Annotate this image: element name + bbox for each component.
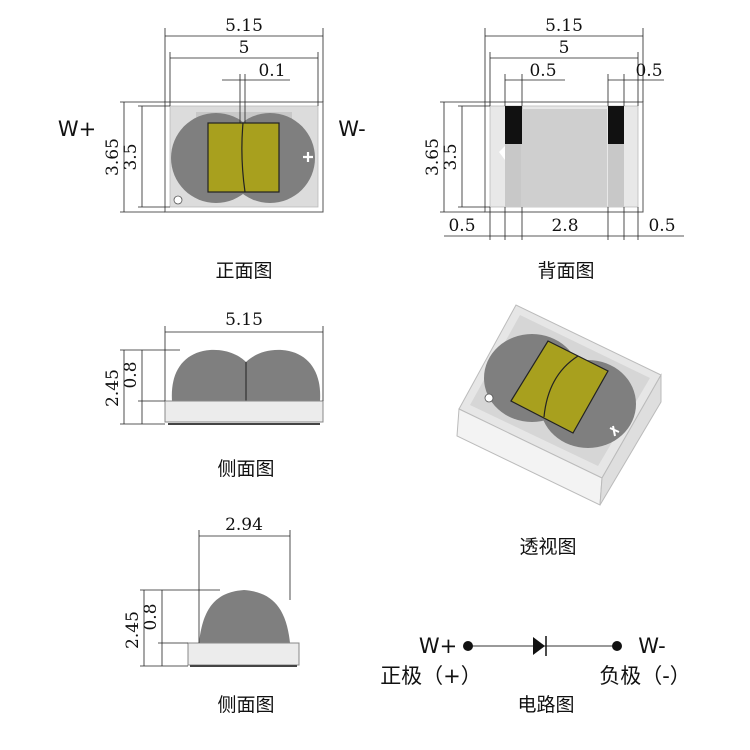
side2-dim-height-total: 2.45 [123,611,143,649]
back-dim-bottom-left: 0.5 [448,216,475,236]
front-dim-width-inner: 5 [239,38,250,58]
circuit-diagram: W+ W- 正极（+） 负极（-） 电路图 [380,634,691,716]
circuit-cathode-label: W- [638,634,666,658]
side1-dim-width: 5.15 [225,310,263,330]
circuit-cathode-polarity: 负极（-） [599,664,691,688]
perspective-view: 透视图 [456,304,662,558]
side-view-narrow: 2.94 2.45 0.8 侧面图 [123,515,300,716]
back-electrode-left [505,106,522,144]
back-dim-pad-right: 0.5 [635,61,662,81]
persp-plus-mark [609,425,620,437]
front-cathode-label: W- [338,117,366,141]
side1-base [164,400,324,423]
front-view: 5.15 5 0.1 3.65 3.5 W+ W- 正面图 [58,16,366,282]
back-center-pad [521,109,607,207]
side1-caption: 侧面图 [217,458,274,480]
front-dim-height-inner: 3.5 [121,143,141,170]
side1-dim-height-total: 2.45 [103,369,123,407]
side2-dim-width: 2.94 [225,515,263,535]
back-dim-bottom-right: 0.5 [648,216,675,236]
back-dim-height-outer: 3.65 [423,138,443,176]
circuit-anode-label: W+ [419,634,457,658]
front-chip-split [241,122,246,193]
side1-dim-height-base: 0.8 [121,361,141,388]
persp-index-mark [484,393,494,403]
front-view-caption: 正面图 [215,260,272,282]
circuit-anode-polarity: 正极（+） [380,664,482,688]
back-view-caption: 背面图 [537,260,594,282]
back-dim-width-outer: 5.15 [545,16,583,36]
back-polarity-notch [499,146,505,160]
side2-caption: 侧面图 [217,694,274,716]
persp-chip-split [543,355,579,418]
back-electrode-right [608,106,624,144]
back-view: 5.15 5 0.5 0.5 3.65 3.5 0.5 2.8 0.5 背面图 [423,16,684,282]
side-view-wide: 5.15 2.45 0.8 侧面图 [103,310,324,480]
persp-chip [510,340,609,434]
front-index-mark [173,195,183,205]
diode-triangle-icon [533,637,545,655]
front-plus-mark [303,152,313,162]
perspective-caption: 透视图 [519,536,576,558]
back-dim-height-inner: 3.5 [441,143,461,170]
back-dim-width-inner: 5 [559,38,570,58]
back-dim-bottom-mid: 2.8 [551,216,578,236]
circuit-caption: 电路图 [517,694,574,716]
front-anode-label: W+ [58,117,96,141]
side2-dim-height-base: 0.8 [141,603,161,630]
back-dim-pad-left: 0.5 [529,61,556,81]
circuit-cathode-terminal [612,641,622,651]
side2-base [187,642,300,666]
persp-side-face [599,373,662,506]
front-dim-width-outer: 5.15 [225,16,263,36]
circuit-anode-terminal [463,641,473,651]
front-dim-gap: 0.1 [258,61,285,81]
front-dim-height-outer: 3.65 [103,138,123,176]
side2-dome [199,590,290,643]
